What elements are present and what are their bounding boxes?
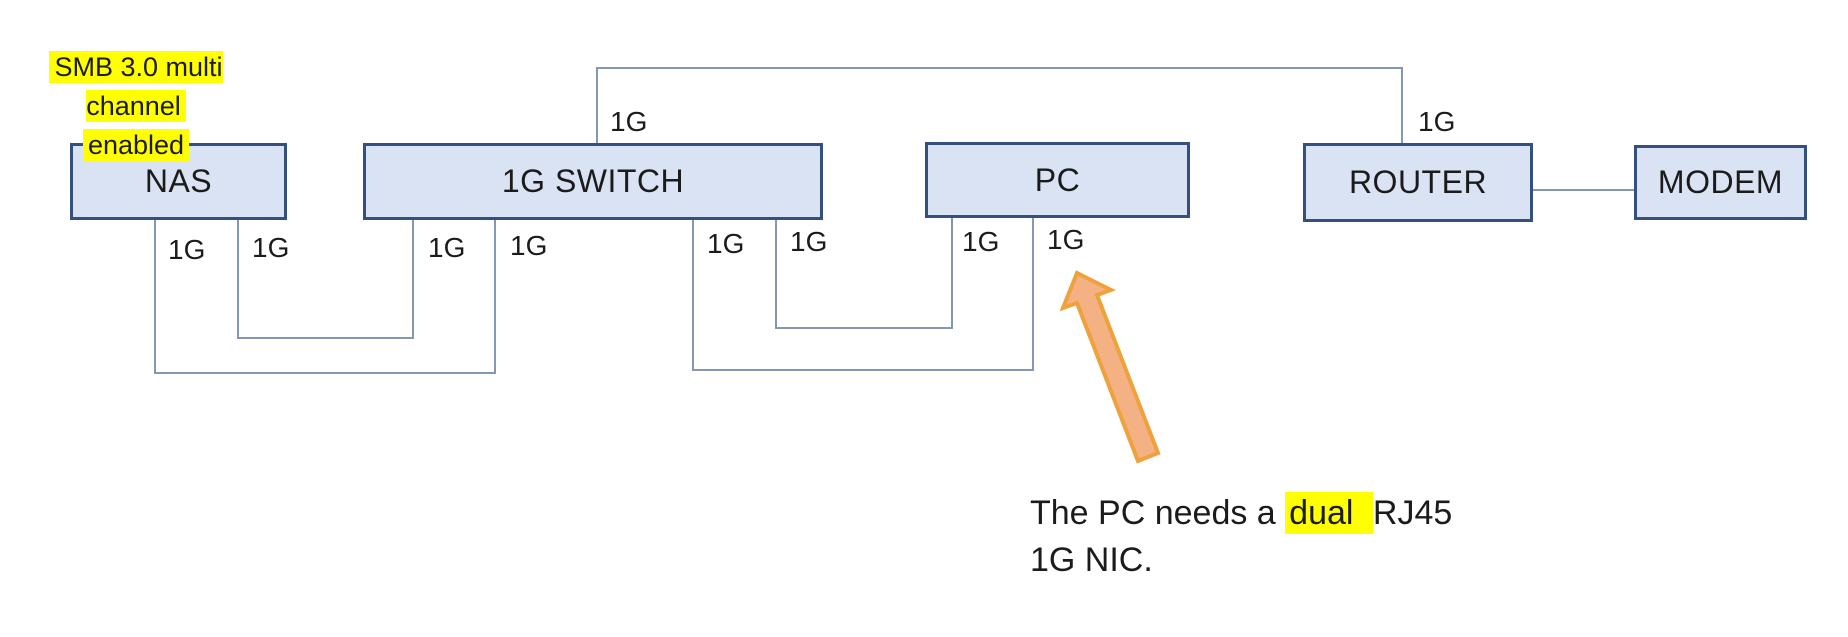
node-modem: MODEM	[1634, 145, 1807, 220]
smb-note-line2: enabled	[82, 129, 190, 161]
port-label-router-uplink: 1G	[1418, 106, 1456, 137]
node-router-label: ROUTER	[1348, 164, 1488, 200]
smb-note: SMB 3.0 multi channel enabled	[6, 48, 266, 165]
node-pc-label: PC	[1034, 161, 1081, 198]
port-label-pc-2: 1G	[1047, 224, 1085, 255]
nic-note-after: RJ45	[1372, 494, 1453, 532]
link-nas1-switch2	[154, 220, 496, 374]
smb-note-line1: SMB 3.0 multi channel	[49, 51, 223, 122]
port-label-switch-2: 1G	[510, 230, 548, 261]
port-label-switch-3: 1G	[707, 228, 745, 259]
node-switch-label: 1G SWITCH	[501, 163, 685, 199]
link-switch3-pc2	[692, 218, 1034, 371]
node-modem-label: MODEM	[1657, 164, 1784, 200]
nic-note-line2: 1G NIC.	[1030, 541, 1153, 579]
nic-note-highlight: dual	[1285, 492, 1373, 534]
nic-note-line1: The PC needs a dual RJ45	[1030, 490, 1452, 537]
nic-note: The PC needs a dual RJ45 1G NIC.	[1030, 490, 1452, 584]
link-switch4-pc1	[775, 218, 953, 329]
node-switch: 1G SWITCH	[363, 143, 823, 220]
port-label-switch-4: 1G	[790, 226, 828, 257]
port-label-switch-uplink: 1G	[610, 106, 648, 137]
node-router: ROUTER	[1303, 143, 1533, 222]
link-switch-router	[596, 67, 1403, 143]
link-nas2-switch1	[237, 220, 414, 339]
port-label-switch-1: 1G	[428, 232, 466, 263]
node-pc: PC	[925, 142, 1190, 218]
node-nas-label: NAS	[144, 163, 213, 199]
port-label-nas-2: 1G	[252, 232, 290, 263]
nic-note-before: The PC needs a	[1030, 494, 1286, 532]
port-label-nas-1: 1G	[168, 234, 206, 265]
callout-arrow-icon	[1059, 270, 1161, 464]
port-label-pc-1: 1G	[962, 226, 1000, 257]
